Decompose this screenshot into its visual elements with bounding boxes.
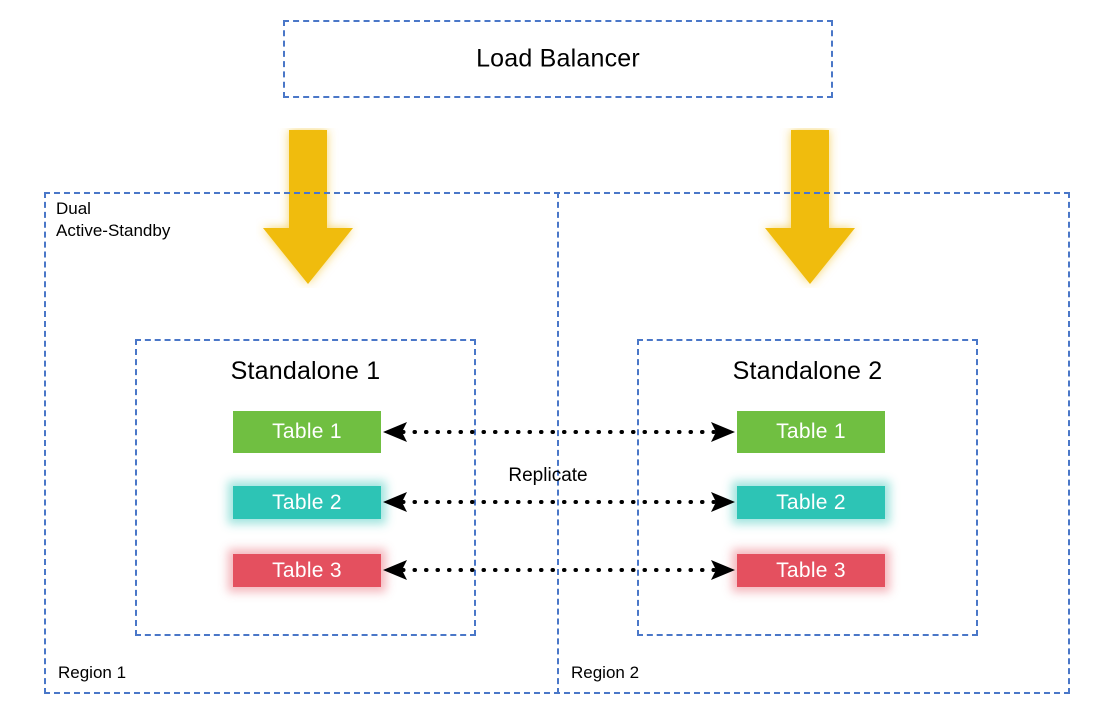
table-label: Table 3	[776, 558, 846, 582]
table-label: Table 3	[272, 558, 342, 582]
standalone-1-title: Standalone 1	[230, 357, 381, 385]
replicate-text: Replicate	[508, 465, 588, 486]
standalone-2-table-1[interactable]: Table 1	[737, 411, 885, 453]
standalone-2-box[interactable]: Standalone 2	[637, 339, 978, 636]
standalone-2-table-3[interactable]: Table 3	[737, 554, 885, 587]
standalone-1-table-3[interactable]: Table 3	[233, 554, 381, 587]
table-label: Table 2	[776, 490, 846, 514]
traffic-arrow-down-icon-right	[758, 128, 862, 288]
standalone-2-table-2[interactable]: Table 2	[737, 486, 885, 519]
traffic-arrow-down-icon-left	[256, 128, 360, 288]
region-divider-line	[557, 192, 559, 694]
replication-arrow-table-2	[381, 489, 737, 515]
table-label: Table 2	[272, 490, 342, 514]
replicate-label: Replicate	[0, 465, 1094, 487]
standalone-2-title: Standalone 2	[732, 357, 883, 385]
region-1-label: Region 1	[58, 663, 127, 682]
standalone-1-table-1[interactable]: Table 1	[233, 411, 381, 453]
region-2-label: Region 2	[571, 663, 640, 682]
dual-active-standby-label: Dual Active-Standby	[56, 199, 171, 241]
replication-arrow-table-1	[381, 419, 737, 445]
load-balancer-box[interactable]: Load Balancer	[283, 20, 833, 98]
load-balancer-label: Load Balancer	[476, 44, 640, 73]
table-label: Table 1	[272, 420, 342, 443]
table-label: Table 1	[776, 420, 846, 443]
replication-arrow-table-3	[381, 557, 737, 583]
standalone-1-table-2[interactable]: Table 2	[233, 486, 381, 519]
standalone-1-box[interactable]: Standalone 1	[135, 339, 476, 636]
